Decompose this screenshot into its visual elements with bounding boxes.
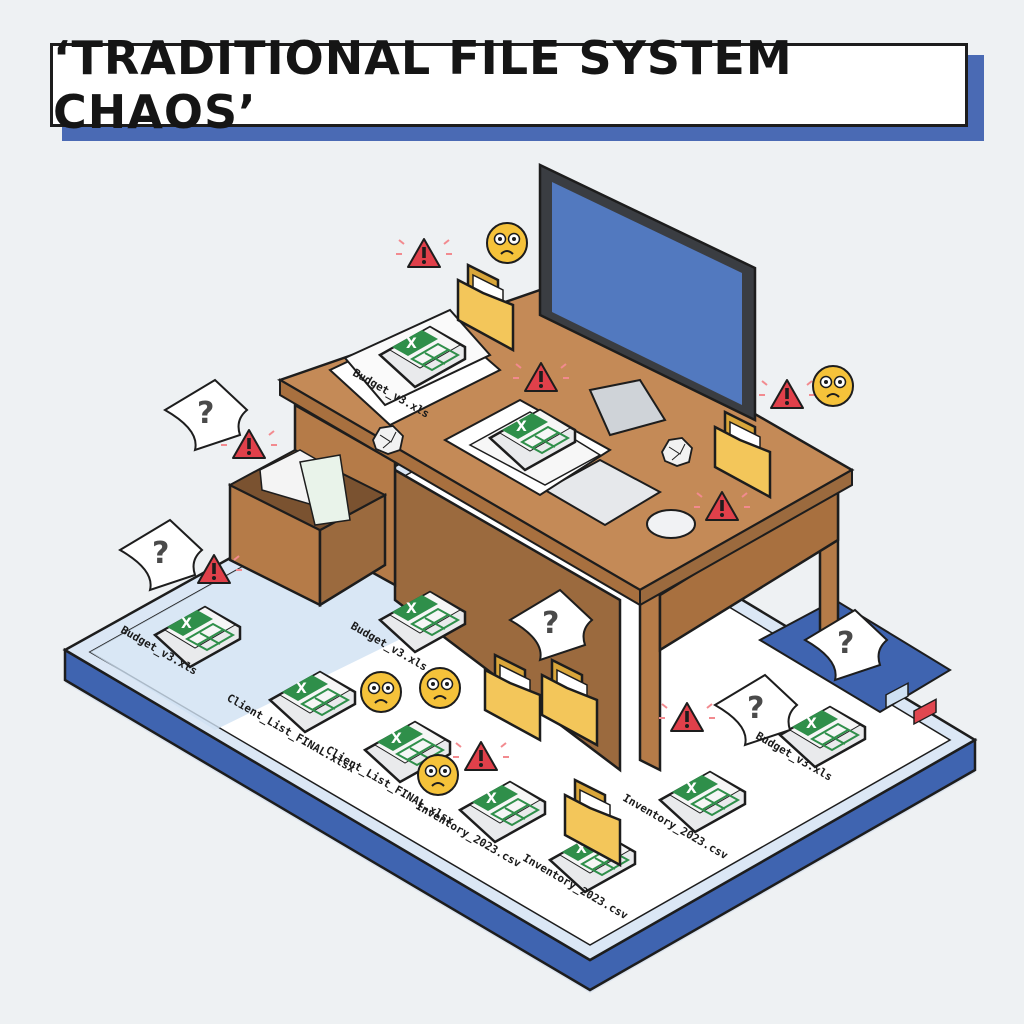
svg-text:?: ? bbox=[747, 691, 764, 726]
spreadsheet-file-icon: X bbox=[152, 605, 242, 669]
svg-text:X: X bbox=[391, 731, 402, 747]
warning-triangle-icon bbox=[453, 741, 509, 771]
svg-text:X: X bbox=[181, 616, 192, 632]
svg-text:?: ? bbox=[542, 606, 559, 641]
svg-text:?: ? bbox=[197, 396, 214, 431]
spreadsheet-file-icon: X bbox=[457, 780, 547, 844]
question-paper-icon: ? bbox=[163, 378, 249, 452]
svg-text:X: X bbox=[806, 716, 817, 732]
crumpled-paper-icon bbox=[372, 425, 404, 455]
spreadsheet-file-icon: X bbox=[267, 670, 357, 734]
folder-icon bbox=[713, 409, 772, 500]
spreadsheet-file-icon: X bbox=[377, 325, 467, 389]
worried-face-icon bbox=[417, 754, 459, 796]
question-paper-icon: ? bbox=[713, 673, 799, 747]
folder-icon bbox=[540, 657, 599, 748]
svg-text:X: X bbox=[486, 791, 497, 807]
spreadsheet-file-icon: X bbox=[487, 408, 577, 472]
computer-monitor bbox=[538, 163, 757, 437]
svg-text:?: ? bbox=[152, 536, 169, 571]
worried-face-icon bbox=[486, 222, 528, 264]
svg-text:X: X bbox=[406, 601, 417, 617]
warning-triangle-icon bbox=[396, 238, 452, 268]
folder-icon bbox=[563, 777, 622, 868]
keyboard bbox=[542, 458, 663, 527]
folder-icon bbox=[456, 262, 515, 353]
folder-icon bbox=[483, 652, 542, 743]
warning-triangle-icon bbox=[694, 491, 750, 521]
svg-text:?: ? bbox=[837, 626, 854, 661]
worried-face-icon bbox=[360, 671, 402, 713]
question-paper-icon: ? bbox=[803, 608, 889, 682]
svg-text:X: X bbox=[406, 336, 417, 352]
svg-text:X: X bbox=[686, 781, 697, 797]
monitor-screen bbox=[552, 182, 742, 405]
warning-triangle-icon bbox=[759, 379, 815, 409]
window-minimize-button[interactable] bbox=[885, 682, 909, 710]
worried-face-icon bbox=[812, 365, 854, 407]
svg-text:X: X bbox=[516, 419, 527, 435]
question-paper-icon: ? bbox=[118, 518, 204, 592]
window-close-button[interactable] bbox=[913, 698, 937, 726]
svg-text:X: X bbox=[296, 681, 307, 697]
spreadsheet-file-icon: X bbox=[362, 720, 452, 784]
spreadsheet-file-icon: X bbox=[657, 770, 747, 834]
question-paper-icon: ? bbox=[508, 588, 594, 662]
worried-face-icon bbox=[419, 667, 461, 709]
mouse bbox=[646, 509, 696, 539]
spreadsheet-file-icon: X bbox=[377, 590, 467, 654]
page-title: ‘TRADITIONAL FILE SYSTEM CHAOS’ bbox=[53, 31, 793, 139]
title-banner: ‘TRADITIONAL FILE SYSTEM CHAOS’ bbox=[50, 31, 968, 139]
crumpled-paper-icon bbox=[661, 437, 693, 467]
warning-triangle-icon bbox=[659, 702, 715, 732]
warning-triangle-icon bbox=[513, 362, 569, 392]
spreadsheet-file-icon: X bbox=[777, 705, 867, 769]
svg-text:X: X bbox=[576, 841, 587, 857]
